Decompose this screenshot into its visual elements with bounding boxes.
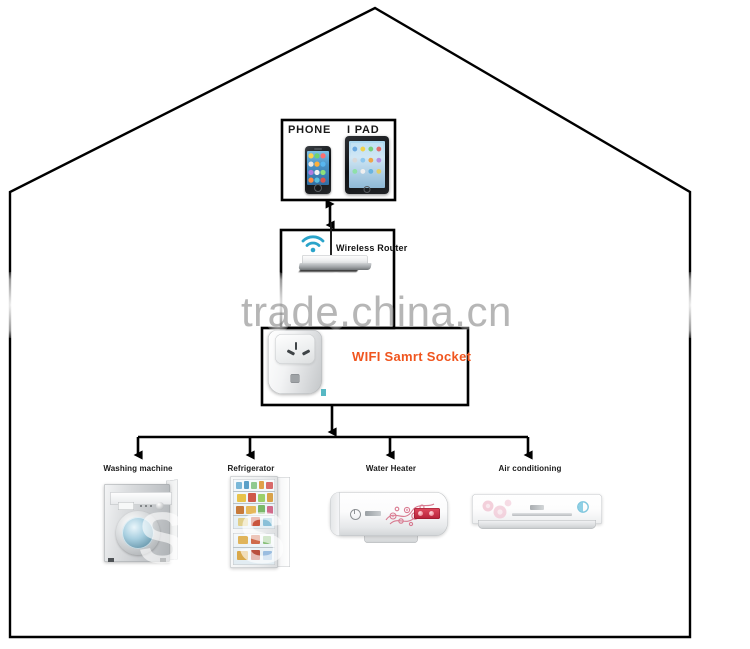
heater-display-panel: [414, 508, 440, 519]
fridge-item: [259, 481, 264, 489]
router-top: [302, 255, 368, 264]
tablet-home-button: [363, 186, 371, 193]
refrigerator-illustration: [230, 476, 292, 568]
washer-door-glass: [122, 517, 154, 549]
fridge-item: [263, 518, 272, 526]
appliance-label-water-heater: Water Heater: [365, 464, 417, 473]
fridge-item: [263, 551, 272, 560]
fridge-item: [251, 482, 257, 489]
phone-screen: [307, 151, 329, 185]
appliance-label-refrigerator: Refrigerator: [227, 464, 275, 473]
heater-end-cap: [330, 492, 340, 536]
house-outline: [8, 6, 692, 639]
tablet-screen: [349, 141, 385, 188]
washer-foot: [160, 558, 166, 562]
ac-louver: [512, 513, 572, 516]
fridge-shelf: [233, 503, 275, 504]
wireless-router-illustration: [298, 255, 372, 272]
heater-power-icon: [350, 509, 361, 520]
tablet-illustration: [345, 136, 389, 194]
fridge-item: [236, 482, 242, 489]
water-heater-illustration: [330, 492, 448, 548]
phone-earpiece: [314, 148, 322, 150]
ac-brand-mark: [530, 505, 544, 510]
washing-machine-illustration: [100, 478, 178, 564]
socket-body: [268, 330, 322, 394]
washer-detergent-drawer: [118, 502, 134, 510]
fridge-upper-compartment: [233, 479, 275, 529]
appliance-bus: [133, 435, 533, 460]
fridge-item: [258, 505, 265, 514]
fridge-item: [236, 506, 244, 514]
socket-pin-top: [294, 342, 298, 350]
appliance-label-air-conditioning: Air conditioning: [498, 464, 562, 473]
heater-knob: [429, 511, 434, 516]
socket-power-button: [290, 374, 300, 383]
router-base: [298, 263, 372, 270]
washer-cabinet: [104, 484, 172, 562]
socket-pin-left: [286, 349, 296, 356]
heater-mount: [364, 534, 418, 543]
smartphone-illustration: [305, 146, 331, 194]
washer-program-knob: [156, 502, 164, 510]
washer-indicator: [150, 505, 152, 507]
ac-floral-decor: [482, 499, 512, 519]
air-conditioner-illustration: [472, 494, 602, 534]
fridge-item: [263, 536, 271, 544]
phone-home-button: [314, 184, 322, 192]
ac-body: [472, 494, 602, 524]
phone-label: PHONE: [288, 124, 332, 136]
socket-pin-right: [301, 349, 311, 356]
heater-brand-mark: [365, 511, 381, 516]
smart-socket-illustration: [264, 330, 326, 398]
wifi-icon-router: [301, 235, 325, 253]
fridge-item: [267, 493, 273, 502]
socket-box: [260, 326, 470, 407]
fridge-shelf: [233, 547, 275, 548]
socket-label: WIFI Samrt Socket: [352, 349, 472, 364]
washer-indicator: [140, 505, 142, 507]
fridge-item: [237, 551, 248, 560]
appliance-label-washing-machine: Washing machine: [103, 464, 173, 473]
washer-foot: [108, 558, 114, 562]
washer-indicator: [145, 505, 147, 507]
fridge-item: [246, 506, 256, 514]
heater-tank: [330, 492, 448, 536]
fridge-shelf: [233, 515, 275, 516]
heater-knob: [418, 511, 423, 516]
fridge-item: [251, 517, 260, 526]
fridge-item: [267, 506, 273, 514]
router-label: Wireless Router: [336, 243, 408, 253]
fridge-item: [248, 493, 256, 502]
socket-outlet-face: [275, 334, 315, 364]
fridge-item: [251, 535, 260, 544]
fridge-shelf: [233, 491, 275, 492]
fridge-lower-compartment: [233, 533, 275, 565]
router-antenna: [330, 222, 332, 260]
fridge-item: [238, 536, 248, 544]
washer-control-panel: [110, 492, 172, 510]
ipad-label: I PAD: [347, 124, 380, 136]
fridge-item: [244, 481, 249, 489]
fridge-item: [258, 494, 265, 502]
fridge-item: [238, 518, 248, 526]
washer-door: [116, 511, 160, 555]
fridge-open-door: [276, 477, 290, 567]
fridge-body: [230, 476, 278, 568]
ac-air-outlet: [478, 520, 596, 529]
fridge-item: [266, 482, 273, 489]
devices-box: [280, 118, 397, 202]
fridge-item: [251, 550, 260, 560]
socket-accent: [321, 389, 326, 396]
ac-display-icon: [577, 501, 589, 513]
fridge-item: [237, 494, 246, 502]
